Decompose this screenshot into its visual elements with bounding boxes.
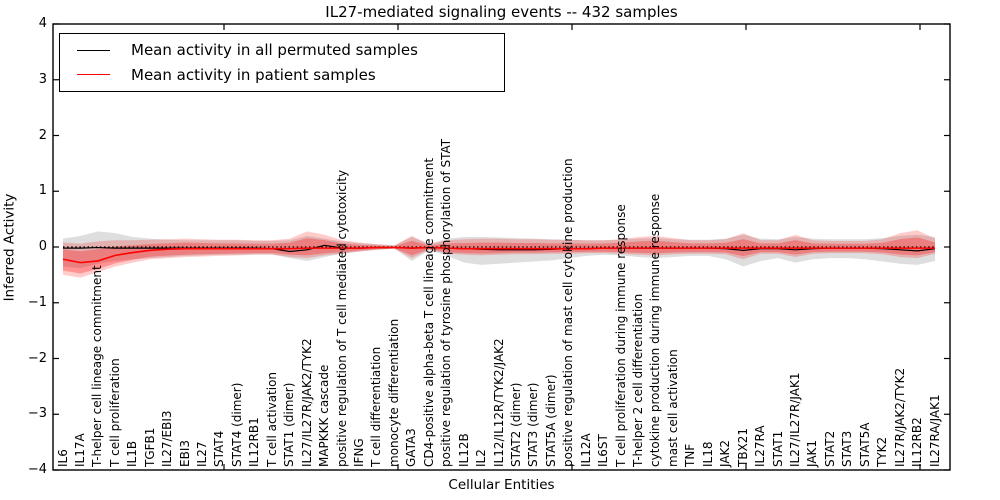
legend-label-permuted: Mean activity in all permuted samples [131, 41, 418, 60]
x-tick-label: T cell activation [264, 371, 279, 467]
x-tick-label: IL27/EBI3 [160, 410, 175, 467]
x-tick-label: TYK2 [875, 436, 890, 467]
x-tick-label: MAPKKK cascade [317, 364, 332, 467]
x-tick-label: STAT1 (dimer) [282, 382, 297, 467]
x-tick-label: STAT3 (dimer) [526, 382, 541, 467]
x-tick-label: TNF [683, 443, 698, 467]
x-tick-label: IL27RA [753, 425, 768, 467]
x-tick-label: STAT5A [857, 422, 872, 467]
legend-label-patient: Mean activity in patient samples [131, 65, 376, 84]
x-tick-label: T cell differentiation [369, 346, 384, 467]
x-tick-label: T-helper cell lineage commitment [90, 265, 105, 467]
y-tick-label: 1 [38, 183, 47, 199]
y-tick-label: −1 [27, 294, 47, 310]
x-tick-label: IL17A [72, 433, 87, 467]
x-tick-label: EBI3 [177, 440, 192, 467]
x-tick-label: JAK2 [718, 439, 733, 467]
x-tick-label: IL27/IL27R/JAK1 [787, 372, 802, 467]
x-tick-label: positive regulation of T cell mediated c… [334, 169, 349, 467]
x-tick-label: STAT4 [212, 430, 227, 467]
x-tick-label: IL12RB2 [910, 417, 925, 467]
y-tick-label: −2 [27, 350, 47, 366]
y-tick-label: −3 [27, 406, 47, 422]
x-tick-label: T cell proliferation [107, 358, 122, 467]
x-tick-label: IL6 [55, 449, 70, 467]
legend-entry-patient: Mean activity in patient samples [60, 66, 504, 84]
y-tick-label: 4 [38, 16, 47, 31]
x-tick-label: STAT2 [822, 430, 837, 467]
x-tick-label: positive regulation of tyrosine phosphor… [439, 138, 454, 467]
x-tick-label: JAK1 [805, 439, 820, 467]
y-tick-label: 3 [38, 71, 47, 87]
x-tick-label: STAT4 (dimer) [229, 382, 244, 467]
permuted-line-sample [77, 49, 110, 51]
legend: Mean activity in all permuted samples Me… [59, 33, 505, 92]
x-tick-label: T-helper 2 cell differentiation [631, 293, 646, 467]
x-tick-label: TGFB1 [142, 427, 157, 467]
x-tick-label: IL6ST [596, 434, 611, 467]
x-tick-label: IL18 [700, 441, 715, 468]
x-tick-label: IL12/IL12R/TYK2/JAK2 [491, 338, 506, 467]
legend-entry-permuted: Mean activity in all permuted samples [60, 41, 504, 59]
x-tick-label: STAT1 [770, 430, 785, 467]
x-tick-label: IL27/IL27R/JAK2/TYK2 [299, 338, 314, 467]
x-tick-label: STAT2 (dimer) [508, 382, 523, 467]
x-tick-label: monocyte differentiation [386, 318, 401, 467]
patient-band [63, 230, 935, 278]
x-tick-label: IL12RB1 [247, 417, 262, 467]
x-tick-label: GATA3 [404, 428, 419, 467]
x-tick-label: IL12B [456, 433, 471, 467]
x-tick-label: IL1B [125, 440, 140, 467]
x-tick-label: cytokine production during immune respon… [648, 193, 663, 467]
x-axis-label: Cellular Entities [448, 477, 555, 493]
x-tick-label: positive regulation of mast cell cytokin… [561, 158, 576, 467]
patient-line-sample [77, 74, 110, 76]
x-tick-label: IL27 [195, 441, 210, 468]
x-tick-label: STAT5A (dimer) [543, 374, 558, 467]
x-tick-label: IL27R/JAK2/TYK2 [892, 367, 907, 467]
x-tick-label: IL2 [474, 449, 489, 467]
x-tick-label: IL27RA/JAK1 [927, 394, 942, 467]
chart-title: IL27-mediated signaling events -- 432 sa… [325, 3, 678, 21]
y-tick-label: 2 [38, 127, 47, 143]
x-tick-label: IFNG [351, 438, 366, 467]
x-tick-label: TBX21 [735, 427, 750, 467]
x-tick-label: STAT3 [840, 430, 855, 467]
y-tick-label: 0 [38, 239, 47, 254]
x-tick-label: IL12A [578, 433, 593, 467]
y-tick-label: −4 [27, 462, 47, 477]
patient-mean-line [62, 246, 935, 264]
x-tick-label: CD4-positive alpha-beta T cell lineage c… [421, 157, 436, 467]
x-tick-label: mast cell activation [665, 349, 680, 467]
x-tick-label: T cell proliferation during immune respo… [613, 204, 628, 467]
